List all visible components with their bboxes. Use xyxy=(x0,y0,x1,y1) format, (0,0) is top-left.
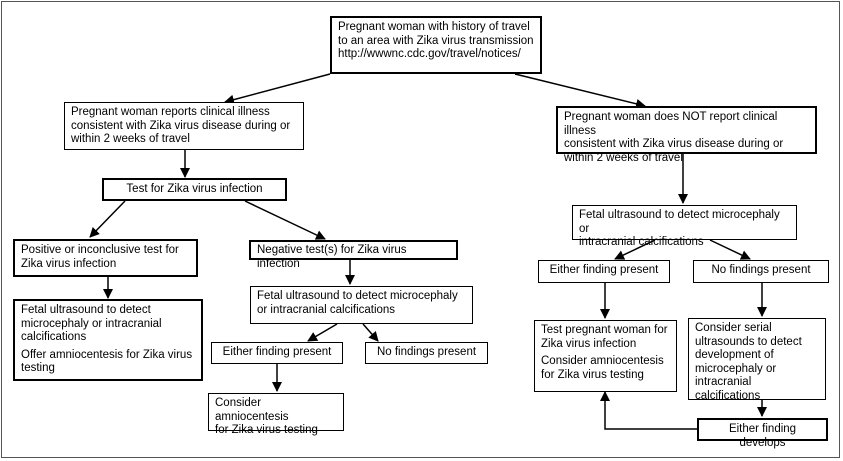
start-node: Pregnant woman with history of travel to… xyxy=(330,16,542,74)
serial-line-2: ultrasounds to detect xyxy=(695,335,802,348)
neg-none-node: No findings present xyxy=(365,342,488,364)
no-illness-node-line-3: within 2 weeks of travel xyxy=(564,151,683,164)
serial-line-5: intracranial calcifications xyxy=(695,376,761,402)
neg-amnio-node: Consider amniocentesis for Zika virus te… xyxy=(208,393,344,436)
positive-followup-line-1: Fetal ultrasound to detect xyxy=(21,304,151,316)
right-either-line-1: Either finding present xyxy=(549,264,659,276)
serial-line-1: Consider serial xyxy=(695,322,772,334)
test-node-line-1: Test for Zika virus infection xyxy=(126,183,263,195)
right-none-line-1: No findings present xyxy=(711,264,811,276)
neg-ultrasound-line-2: or intracranial calcifications xyxy=(257,303,396,316)
arrow-start-to-illness xyxy=(224,73,331,105)
neg-amnio-line-2: for Zika virus testing xyxy=(215,424,318,436)
right-ultrasound-line-2: intracranial calcifications xyxy=(579,236,704,248)
test-node: Test for Zika virus infection xyxy=(102,178,287,201)
positive-followup-node: Fetal ultrasound to detect microcephaly … xyxy=(13,299,203,381)
neg-amnio-line-1: Consider amniocentesis xyxy=(215,397,289,423)
right-test-paragraph-1: Test pregnant woman for Zika virus infec… xyxy=(541,324,670,351)
neg-either-line-1: Either finding present xyxy=(222,346,332,358)
serial-line-4: microcephaly or xyxy=(695,362,777,375)
right-ultrasound-node: Fetal ultrasound to detect microcephaly … xyxy=(572,205,797,248)
positive-followup-line-2: microcephaly or intracranial xyxy=(21,317,162,330)
negative-node: Negative test(s) for Zika virus infectio… xyxy=(249,240,458,270)
right-ultrasound-line-1: Fetal ultrasound to detect microcephaly … xyxy=(579,209,780,235)
positive-node-line-2: Zika virus infection xyxy=(21,257,117,270)
develops-line-1: Either finding develops xyxy=(728,423,797,449)
positive-followup-line-4: Offer amniocentesis for Zika virus xyxy=(21,348,193,361)
right-test-line-3: Consider amniocentesis xyxy=(541,355,664,367)
neg-ultrasound-line-1: Fetal ultrasound to detect microcephaly xyxy=(257,290,458,302)
illness-node-line-3: within 2 weeks of travel xyxy=(71,133,190,145)
positive-followup-line-5: testing xyxy=(21,362,55,374)
neg-none-line-1: No findings present xyxy=(376,346,477,358)
right-test-node: Test pregnant woman for Zika virus infec… xyxy=(534,320,677,392)
start-node-line-1: Pregnant woman with history of travel xyxy=(338,21,530,33)
arrow-test-to-positive xyxy=(89,200,126,238)
positive-node-line-1: Positive or inconclusive test for xyxy=(21,244,179,256)
positive-followup-amnio: Offer amniocentesis for Zika virus testi… xyxy=(21,349,195,376)
right-test-line-1: Test pregnant woman for xyxy=(541,324,668,336)
arrow-test-to-negative xyxy=(244,200,326,240)
start-node-line-2: to an area with Zika virus transmission xyxy=(338,34,534,47)
arrow-neg-ultrasound-to-none xyxy=(362,323,379,342)
positive-followup-line-3: calcifications xyxy=(21,331,87,343)
negative-node-line-1: Negative test(s) for Zika virus infectio… xyxy=(257,244,407,270)
illness-node-line-1: Pregnant woman reports clinical illness xyxy=(71,106,270,118)
positive-followup-ultrasound: Fetal ultrasound to detect microcephaly … xyxy=(21,304,195,345)
serial-node: Consider serial ultrasounds to detect de… xyxy=(688,318,826,402)
no-illness-node: Pregnant woman does NOT report clinical … xyxy=(556,106,817,164)
arrow-neg-ultrasound-to-either xyxy=(307,323,338,342)
positive-node: Positive or inconclusive test for Zika v… xyxy=(13,239,198,277)
right-test-line-4: for Zika virus testing xyxy=(541,368,644,381)
start-node-line-3: http://wwwnc.cdc.gov/travel/notices/ xyxy=(338,48,521,60)
neg-ultrasound-node: Fetal ultrasound to detect microcephaly … xyxy=(250,286,473,324)
no-illness-node-line-2: consistent with Zika virus disease durin… xyxy=(564,138,784,150)
illness-node: Pregnant woman reports clinical illness … xyxy=(64,102,304,150)
arrow-start-to-no-illness xyxy=(514,73,646,109)
arrow-right-ultrasound-to-none xyxy=(709,239,751,260)
right-none-node: No findings present xyxy=(693,260,829,283)
no-illness-node-line-1: Pregnant woman does NOT report clinical … xyxy=(564,111,778,137)
arrow-right-ultrasound-to-either xyxy=(614,239,656,260)
right-test-line-2: Zika virus infection xyxy=(541,337,637,350)
illness-node-line-2: consistent with Zika virus disease durin… xyxy=(71,119,291,132)
right-either-node: Either finding present xyxy=(538,260,670,283)
arrow-develops-to-right-test xyxy=(600,391,697,430)
develops-node: Either finding develops xyxy=(697,418,828,449)
right-test-paragraph-2: Consider amniocentesis for Zika virus te… xyxy=(541,355,670,382)
neg-either-node: Either finding present xyxy=(211,342,343,364)
serial-line-3: development of xyxy=(695,349,774,361)
